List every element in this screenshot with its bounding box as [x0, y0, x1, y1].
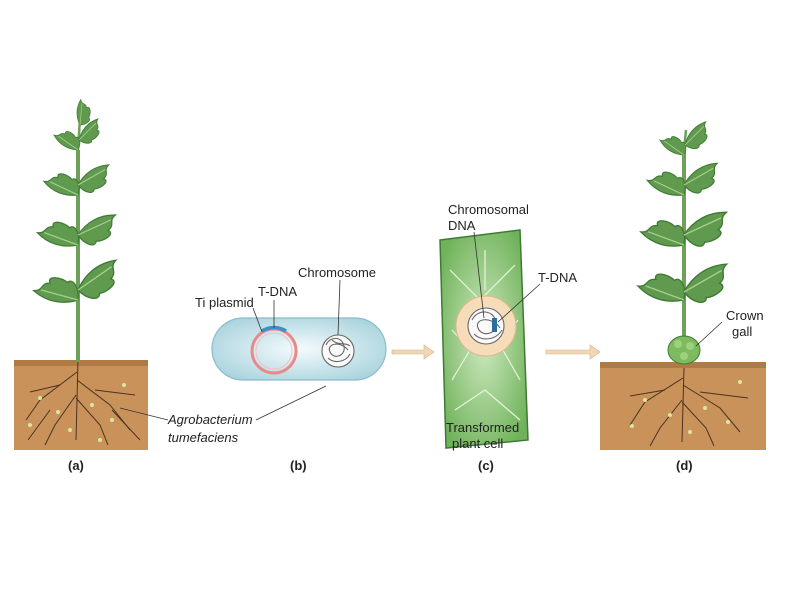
panel-label-b: (b): [290, 458, 307, 473]
plant-d: [600, 119, 766, 450]
transformed-label-line1: Transformed: [446, 420, 519, 435]
ti-plasmid-label: Ti plasmid: [195, 295, 254, 310]
bacteria-dots-a: [28, 383, 126, 442]
chromosome-label: Chromosome: [298, 265, 376, 280]
panel-label-a: (a): [68, 458, 84, 473]
crown-label-line2: gall: [732, 324, 752, 339]
roots-a: [25, 359, 141, 446]
integrated-t-dna: [492, 318, 497, 332]
chromosome-coil: [321, 334, 355, 368]
panel-label-d: (d): [676, 458, 693, 473]
bacterium-b: [211, 317, 387, 381]
t-dna-label-c: T-DNA: [538, 270, 577, 285]
roots-d: [629, 367, 749, 447]
panel-label-c: (c): [478, 458, 494, 473]
chromosomal-label-line1: Chromosomal: [448, 202, 529, 217]
chromosomal-dna-coil: [467, 307, 505, 345]
crown-gall: [667, 335, 701, 365]
t-dna-label-b: T-DNA: [258, 284, 297, 299]
transformed-label-line2: plant cell: [452, 436, 503, 451]
arrow-c-to-d: [545, 344, 601, 360]
agrobacterium-label-line1: Agrobacterium: [167, 412, 253, 427]
plant-cell-c: [439, 229, 529, 449]
agrobacterium-label-line2: tumefaciens: [168, 430, 239, 445]
plant-a: [14, 98, 148, 450]
soil-block-a: [14, 360, 148, 450]
arrow-b-to-c: [391, 344, 435, 360]
crown-label-line1: Crown: [726, 308, 764, 323]
bacterium-cell: [211, 317, 387, 381]
chromosomal-label-line2: DNA: [448, 218, 476, 233]
